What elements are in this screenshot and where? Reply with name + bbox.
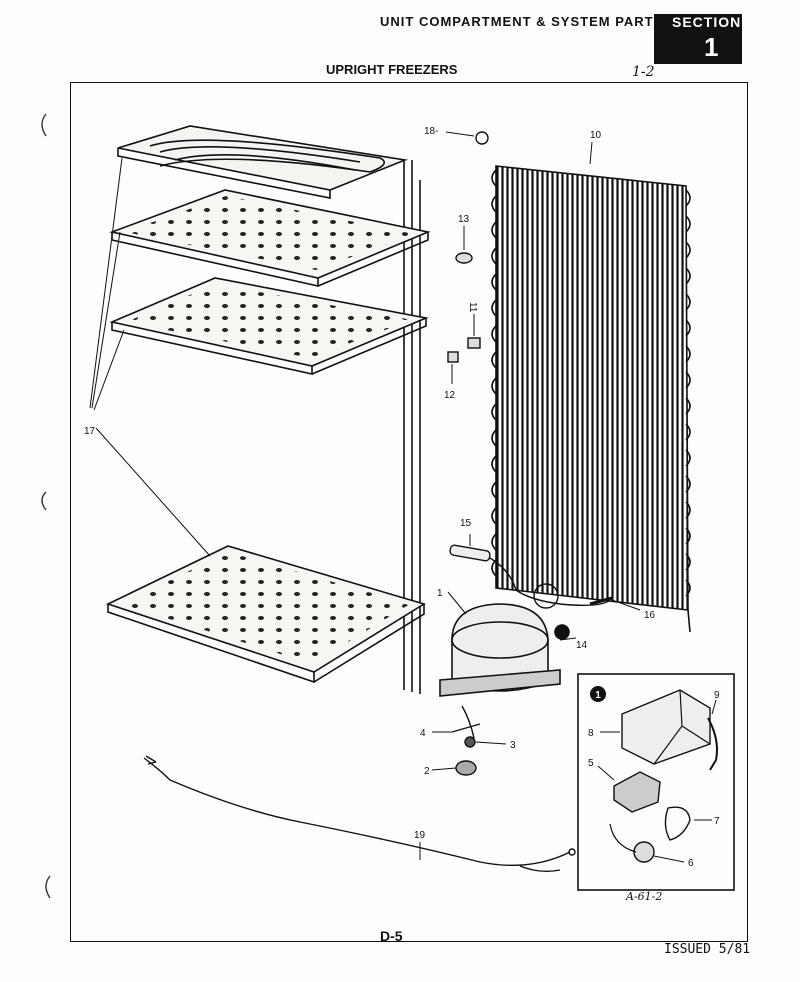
clip-11 — [467, 314, 481, 349]
inset-marker: 1 — [595, 690, 601, 701]
page-subtitle: UPRIGHT FREEZERS — [326, 62, 458, 77]
callout-15: 15 — [460, 518, 472, 529]
grommet-18 — [445, 131, 489, 145]
callout-9: 9 — [714, 690, 720, 701]
callout-11: 11 — [467, 302, 478, 313]
section-label: SECTION — [672, 14, 742, 30]
shelf-lower — [105, 545, 426, 684]
compressor-1 — [439, 591, 577, 697]
callout-17-leaders — [89, 157, 211, 557]
callout-1: 1 — [437, 588, 443, 599]
clip-12 — [447, 351, 459, 384]
section-badge: SECTION 1 — [654, 14, 742, 64]
binder-marks — [41, 113, 51, 899]
callout-12: 12 — [444, 390, 456, 401]
callout-numbers: 1 2 3 4 5 6 7 8 9 10 11 12 13 14 15 16 1… — [84, 126, 720, 869]
issued-date: ISSUED 5/81 — [664, 942, 751, 957]
condenser-coil — [491, 165, 691, 633]
callout-5: 5 — [588, 758, 594, 769]
callout-7: 7 — [714, 816, 720, 827]
section-number: 1 — [704, 32, 719, 62]
power-cord-19 — [143, 755, 576, 873]
callout-6: 6 — [688, 858, 694, 869]
drier-15 — [449, 534, 641, 611]
evaporator-shelf-top — [117, 125, 408, 199]
inset-electrical-parts: 1 A-61-2 — [577, 673, 735, 903]
ring-13 — [455, 226, 473, 264]
callout-19: 19 — [414, 830, 426, 841]
shelf-middle — [109, 277, 429, 375]
callout-8: 8 — [588, 728, 594, 739]
shelf-upper — [109, 189, 431, 287]
header-title: UNIT COMPARTMENT & SYSTEM PARTS — [380, 14, 664, 29]
inset-caption: A-61-2 — [625, 890, 662, 903]
callout-17: 17 — [84, 426, 96, 437]
mount-parts — [431, 705, 507, 776]
diagram-frame — [70, 82, 748, 942]
callout-13: 13 — [458, 214, 470, 225]
callout-18: 18- — [424, 126, 438, 137]
page-reference: 1-2 — [632, 64, 655, 80]
callout-16: 16 — [644, 610, 656, 621]
page-code: D-5 — [380, 928, 403, 944]
callout-3: 3 — [510, 740, 516, 751]
callout-10: 10 — [590, 130, 602, 141]
callout-2: 2 — [424, 766, 430, 777]
callout-14: 14 — [576, 640, 588, 651]
callout-4: 4 — [420, 728, 426, 739]
